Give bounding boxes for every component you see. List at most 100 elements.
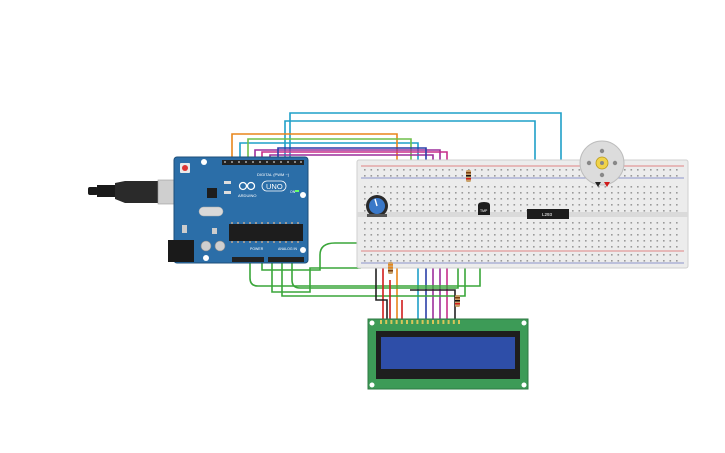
breadboard-hole [403, 254, 405, 256]
breadboard-hole [617, 186, 620, 188]
breadboard-hole [500, 228, 503, 230]
wire-black-2[interactable] [410, 289, 456, 320]
breadboard-hole [487, 198, 490, 200]
breadboard[interactable] [356, 159, 689, 269]
breadboard-hole [604, 186, 607, 188]
breadboard-hole [663, 254, 665, 256]
lcd-display[interactable] [367, 318, 529, 390]
breadboard-hole [396, 222, 399, 224]
arduino-board[interactable]: DIGITAL (PWM ~) UNO ARDUINO ON [168, 156, 309, 264]
breadboard-hole [370, 169, 373, 171]
breadboard-hole [559, 192, 561, 194]
breadboard-hole [591, 222, 594, 224]
breadboard-hole [370, 175, 373, 177]
breadboard-hole [650, 204, 652, 206]
breadboard-hole [429, 204, 431, 206]
breadboard-hole [520, 175, 522, 177]
breadboard-hole [468, 169, 470, 171]
breadboard-hole [377, 260, 379, 262]
breadboard-hole [539, 234, 542, 236]
breadboard-hole [403, 192, 405, 194]
potentiometer[interactable] [366, 195, 388, 217]
breadboard-hole [637, 192, 639, 194]
motor-driver-ic[interactable]: L293 [527, 209, 569, 219]
breadboard-hole [611, 234, 613, 236]
breadboard-hole [513, 198, 516, 200]
wire-green-loop-2[interactable] [261, 242, 376, 271]
breadboard-hole [455, 222, 457, 224]
breadboard-hole [435, 234, 438, 236]
breadboard-hole [604, 192, 607, 194]
wire-black-1[interactable] [375, 250, 388, 320]
breadboard-hole [669, 169, 672, 171]
breadboard-hole [481, 234, 483, 236]
breadboard-hole [520, 228, 522, 230]
breadboard-hole [591, 240, 594, 242]
breadboard-hole [481, 169, 483, 171]
uno-badge [261, 180, 287, 192]
breadboard-hole [630, 222, 633, 224]
breadboard-hole [390, 254, 392, 256]
breadboard-hole [650, 240, 652, 242]
breadboard-hole [409, 186, 412, 188]
breadboard-hole [455, 204, 457, 206]
wire-blue-1[interactable] [289, 112, 562, 200]
breadboard-hole [416, 254, 418, 256]
breadboard-hole [611, 198, 613, 200]
resistor-lcd-1[interactable] [388, 262, 393, 274]
breadboard-hole [416, 204, 418, 206]
breadboard-hole [617, 234, 620, 236]
breadboard-hole [630, 260, 633, 262]
breadboard-hole [403, 175, 405, 177]
breadboard-hole [513, 246, 516, 248]
breadboard-hole [370, 222, 373, 224]
breadboard-hole [676, 246, 678, 248]
breadboard-hole [526, 246, 529, 248]
breadboard-hole [572, 192, 574, 194]
breadboard-hole [533, 246, 535, 248]
breadboard-hole [500, 222, 503, 224]
breadboard-hole [448, 186, 451, 188]
breadboard-hole [656, 198, 659, 200]
breadboard-hole [676, 169, 678, 171]
breadboard-hole [643, 254, 646, 256]
breadboard-hole [494, 246, 496, 248]
breadboard-hole [572, 222, 574, 224]
breadboard-hole [591, 204, 594, 206]
breadboard-hole [552, 198, 555, 200]
breadboard-hole [637, 169, 639, 171]
resistor-top[interactable] [466, 170, 471, 182]
temperature-sensor[interactable]: TMP [478, 202, 490, 215]
breadboard-hole [390, 228, 392, 230]
breadboard-hole [598, 246, 600, 248]
breadboard-hole [494, 260, 496, 262]
breadboard-hole [500, 186, 503, 188]
breadboard-hole [663, 175, 665, 177]
breadboard-hole [611, 240, 613, 242]
breadboard-hole [455, 246, 457, 248]
dc-motor[interactable] [579, 140, 625, 187]
breadboard-hole [500, 192, 503, 194]
wire-green-loop-4[interactable] [281, 250, 466, 297]
breadboard-hole [598, 222, 600, 224]
breadboard-hole [578, 228, 581, 230]
breadboard-hole [448, 260, 451, 262]
wire-green-loop-1[interactable] [249, 240, 481, 287]
breadboard-hole [578, 222, 581, 224]
breadboard-hole [461, 175, 464, 177]
breadboard-hole [643, 222, 646, 224]
breadboard-hole [500, 260, 503, 262]
breadboard-hole [617, 210, 620, 212]
breadboard-hole [591, 210, 594, 212]
breadboard-hole [435, 175, 438, 177]
breadboard-hole [669, 198, 672, 200]
breadboard-hole [500, 169, 503, 171]
breadboard-hole [656, 210, 659, 212]
breadboard-hole [435, 228, 438, 230]
wire-green-loop-5[interactable] [291, 250, 459, 289]
breadboard-hole [669, 234, 672, 236]
resistor-lcd-2[interactable] [455, 295, 460, 307]
breadboard-hole [396, 254, 399, 256]
breadboard-hole [526, 240, 529, 242]
breadboard-hole [481, 198, 483, 200]
